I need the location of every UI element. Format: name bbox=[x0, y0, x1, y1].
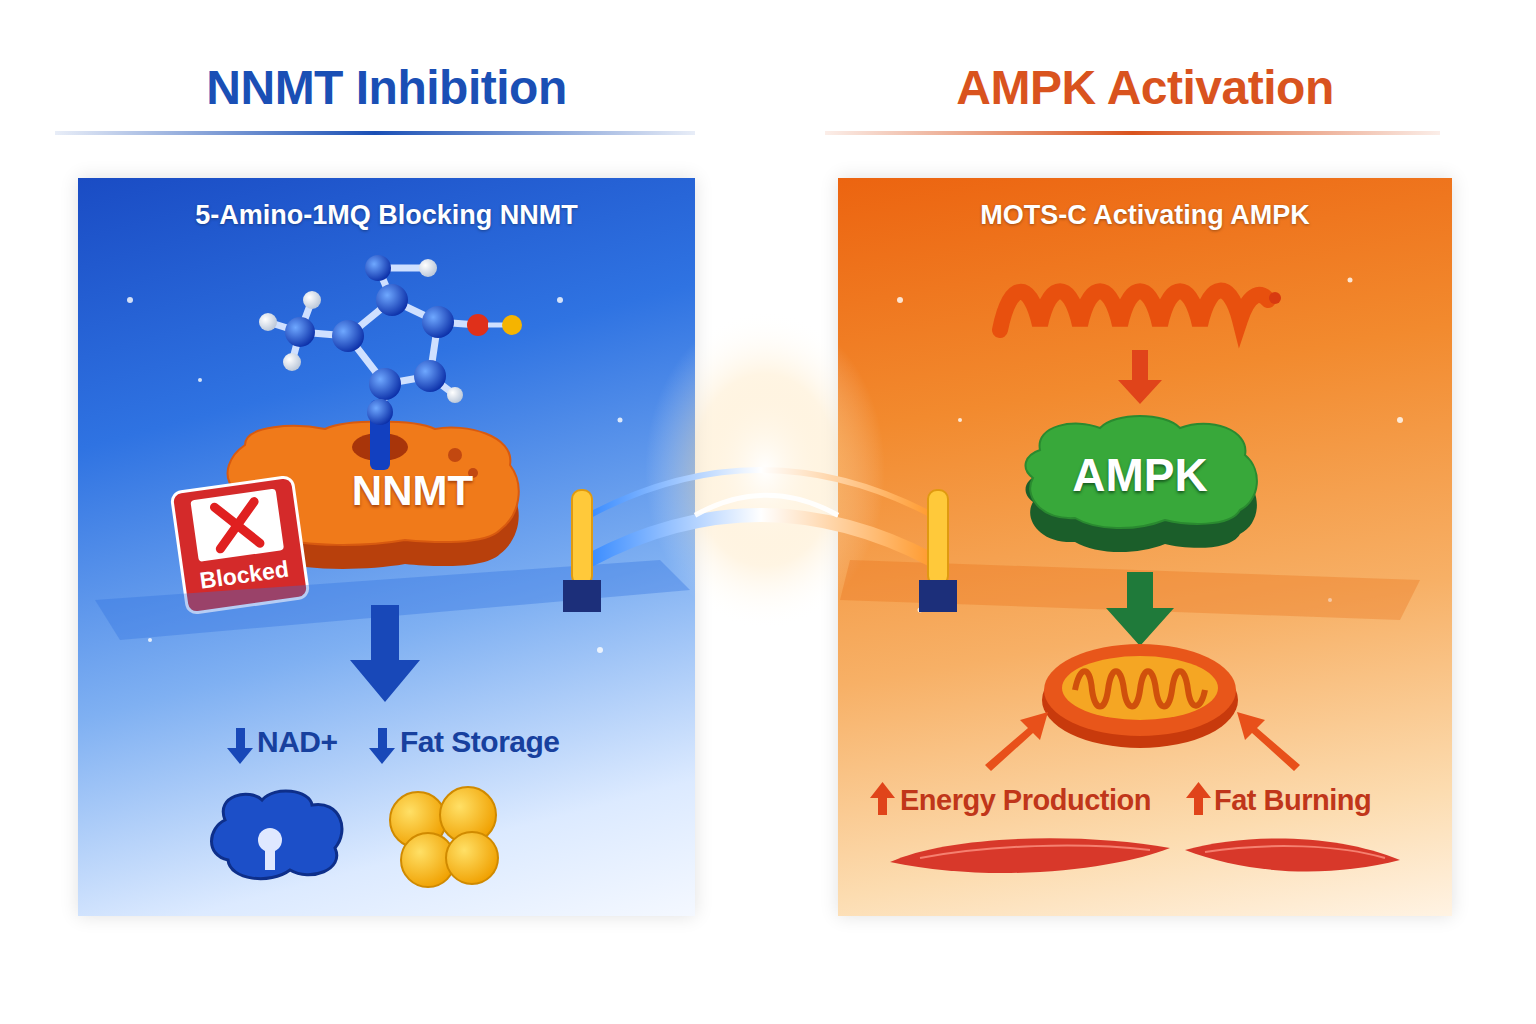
sparkles bbox=[127, 278, 1403, 654]
up-arrow bbox=[870, 782, 895, 815]
nad-icon bbox=[212, 791, 342, 879]
result-label: Fat Storage bbox=[400, 722, 560, 762]
down-arrow bbox=[227, 728, 253, 764]
panel-subtitle: 5-Amino-1MQ Blocking NNMT bbox=[78, 200, 695, 231]
badge-label: Blocked bbox=[178, 553, 310, 598]
down-arrow bbox=[1118, 350, 1162, 404]
heading-underline bbox=[55, 131, 695, 135]
ampk-outline bbox=[1015, 410, 1265, 560]
mitochondrion bbox=[1042, 644, 1238, 748]
center-glow bbox=[645, 310, 885, 630]
pointer-arrow bbox=[1237, 712, 1300, 771]
blocked-badge: Blocked bbox=[167, 472, 314, 619]
muscle-fibers bbox=[890, 838, 1400, 873]
up-arrow bbox=[1186, 782, 1211, 815]
floor-platform bbox=[95, 560, 690, 640]
molecule-5-amino-1mq bbox=[259, 255, 522, 470]
result-label: Energy Production bbox=[900, 780, 1151, 820]
enzyme-shape: NNMT bbox=[215, 415, 530, 585]
panel-left: NNMT Inhibition5-Amino-1MQ Blocking NNMT… bbox=[78, 178, 695, 916]
nnmt-outline bbox=[215, 415, 530, 585]
panel-subtitle: MOTS-C Activating AMPK bbox=[838, 200, 1452, 231]
panel-heading: NNMT Inhibition bbox=[0, 60, 785, 115]
result-label: NAD+ bbox=[257, 722, 338, 762]
enzyme-label: NNMT bbox=[305, 467, 520, 515]
enzyme-label: AMPK bbox=[1015, 448, 1265, 502]
result-label: Fat Burning bbox=[1214, 780, 1371, 820]
down-arrow bbox=[350, 605, 420, 702]
heading-underline bbox=[825, 131, 1440, 135]
panel-heading: AMPK Activation bbox=[748, 60, 1536, 115]
floor-platform bbox=[840, 560, 1420, 620]
blocked-outline bbox=[167, 472, 314, 619]
bridge-illustration bbox=[563, 467, 957, 612]
down-arrow bbox=[369, 728, 395, 764]
bridge-connector bbox=[695, 495, 838, 515]
pointer-arrow bbox=[985, 712, 1048, 771]
fat-cells bbox=[390, 787, 498, 887]
panel-right: AMPK ActivationMOTS-C Activating AMPKAMP… bbox=[838, 178, 1452, 916]
mots-c-helix bbox=[1000, 291, 1268, 330]
helix-end bbox=[1269, 292, 1281, 304]
enzyme-shape: AMPK bbox=[1015, 410, 1265, 560]
down-arrow bbox=[1106, 572, 1174, 646]
